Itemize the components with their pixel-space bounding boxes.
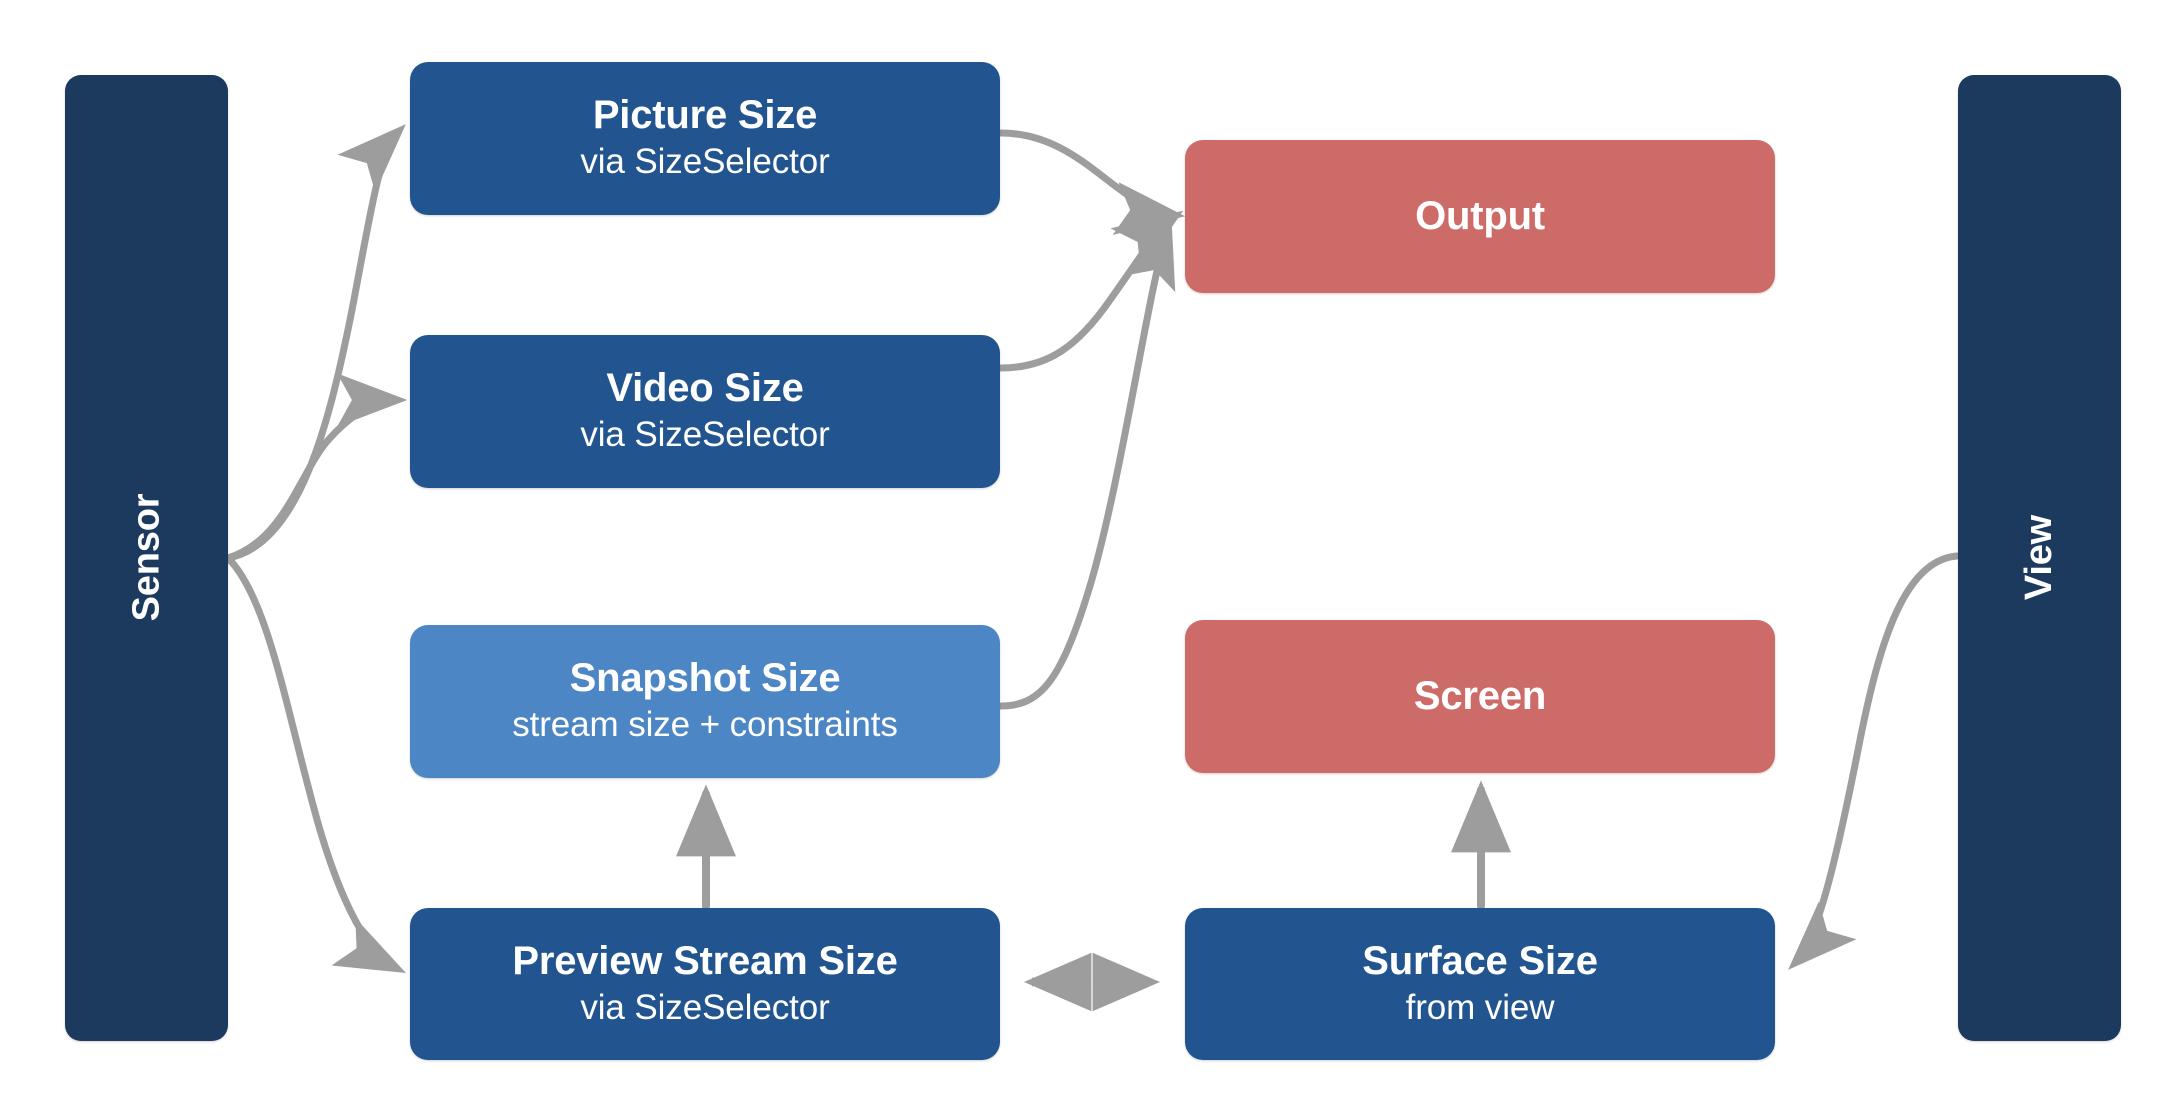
node-preview-stream-size-subtitle: via SizeSelector: [580, 987, 830, 1027]
edge-sensor-to-picture-size: [224, 124, 406, 562]
edge-video-size-to-output: [997, 210, 1184, 372]
node-picture-size-subtitle: via SizeSelector: [580, 142, 830, 182]
node-output-title: Output: [1415, 193, 1545, 238]
node-sensor[interactable]: Sensor: [65, 75, 228, 1041]
node-video-size[interactable]: Video Size via SizeSelector: [410, 335, 1000, 488]
node-sensor-title: Sensor: [124, 494, 167, 622]
node-surface-size-title: Surface Size: [1362, 938, 1598, 983]
node-view-title: View: [2017, 515, 2060, 601]
node-screen-title: Screen: [1413, 673, 1547, 718]
edge-snapshot-size-to-output: [997, 217, 1176, 710]
node-video-size-subtitle: via SizeSelector: [580, 415, 830, 455]
node-video-size-title: Video Size: [606, 366, 804, 411]
edge-sensor-to-preview-stream-size: [224, 554, 407, 974]
node-surface-size-subtitle: from view: [1405, 987, 1555, 1027]
node-output[interactable]: Output: [1185, 140, 1775, 293]
node-screen[interactable]: Screen: [1185, 620, 1775, 773]
node-picture-size-title: Picture Size: [592, 93, 818, 138]
node-snapshot-size-title: Snapshot Size: [569, 656, 841, 701]
node-snapshot-size[interactable]: Snapshot Size stream size + constraints: [410, 625, 1000, 778]
node-preview-stream-size-title: Preview Stream Size: [512, 938, 898, 983]
edge-sensor-to-video-size: [224, 373, 408, 562]
node-surface-size[interactable]: Surface Size from view: [1185, 908, 1775, 1060]
node-preview-stream-size[interactable]: Preview Stream Size via SizeSelector: [410, 908, 1000, 1060]
edge-view-to-surface-size: [1788, 552, 1961, 970]
node-view[interactable]: View: [1958, 75, 2121, 1041]
edge-picture-size-to-output: [997, 129, 1186, 235]
node-picture-size[interactable]: Picture Size via SizeSelector: [410, 62, 1000, 215]
node-snapshot-size-subtitle: stream size + constraints: [512, 705, 898, 745]
